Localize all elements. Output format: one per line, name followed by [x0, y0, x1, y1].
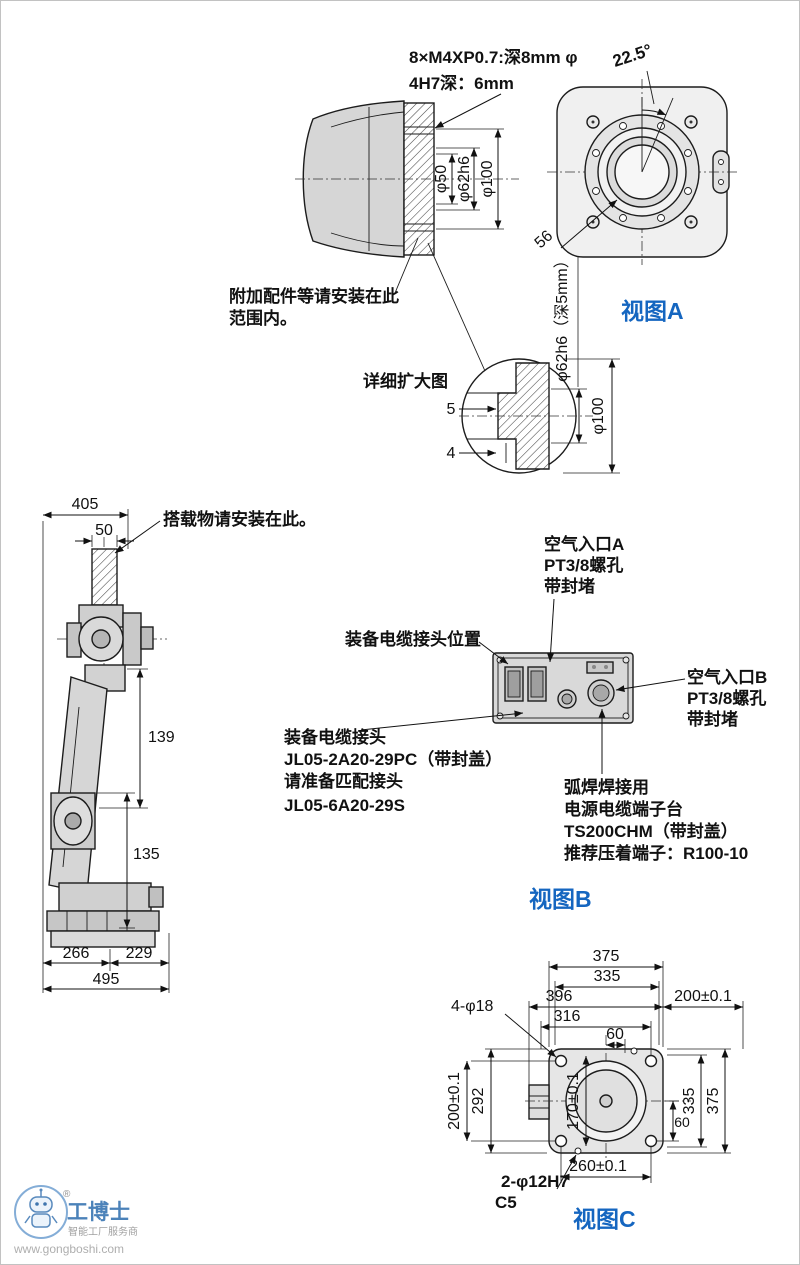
- dim-phi62h6: φ62h6: [456, 156, 473, 202]
- dim-396: 396: [546, 988, 573, 1005]
- dim-60-right: 60: [674, 1114, 690, 1130]
- weld-note-line1: 弧焊焊接用: [564, 777, 649, 797]
- dim-56: 56: [532, 227, 557, 252]
- view-a-drawing: [547, 70, 737, 387]
- mascot-body: [31, 1213, 51, 1228]
- detail-hatched-section: [497, 362, 550, 470]
- dim-200-top: 200±0.1: [674, 988, 732, 1005]
- corner-screws: [586, 115, 698, 229]
- attach-note-line1: 附加配件等请安装在此: [229, 286, 399, 306]
- dowel-note: 2-φ12H7: [501, 1172, 569, 1191]
- payload-note: 搭载物请安装在此。: [163, 509, 316, 529]
- cable-note-line3: 请准备匹配接头: [284, 771, 403, 791]
- cable-note-line4: JL05-6A20-29S: [284, 796, 405, 815]
- dim-60-top: 60: [606, 1026, 624, 1043]
- dim-335-top: 335: [594, 968, 621, 985]
- air-inlet-a-line3: 带封堵: [544, 576, 595, 596]
- weld-note-line4: 推荐压着端子：R100-10: [564, 843, 748, 863]
- air-inlet-b-line1: 空气入口B: [687, 667, 767, 687]
- dim-335-right: 335: [681, 1088, 698, 1115]
- cable-note-line2: JL05-2A20-29PC（带封盖）: [284, 749, 502, 769]
- view-b-drawing: [360, 598, 686, 774]
- payload-plate: [91, 548, 118, 606]
- dim-266: 266: [63, 945, 90, 962]
- dim-50: 50: [95, 522, 113, 539]
- detail-view-drawing: [459, 358, 620, 474]
- watermark: ® 工博士 智能工厂服务商 www.gongboshi.com: [13, 1185, 138, 1256]
- weld-note-line3: TS200CHM（带封盖）: [564, 821, 738, 841]
- cable-note-line1: 装备电缆接头: [283, 727, 386, 747]
- wrist-dimensions: φ50 φ62h6 φ100: [433, 93, 654, 230]
- detail-dim-phi100: φ100: [590, 397, 607, 434]
- view-b-label: 视图B: [529, 886, 592, 912]
- dim-phi50: φ50: [433, 165, 450, 193]
- thread-note-line2: 4H7深：6mm: [409, 73, 514, 93]
- watermark-url: www.gongboshi.com: [13, 1242, 124, 1256]
- robot-base: [58, 882, 152, 912]
- mascot-head: [29, 1196, 53, 1213]
- cable-position-note: 装备电缆接头位置: [344, 629, 481, 649]
- view-c-drawing: [525, 1035, 691, 1169]
- dim-229: 229: [126, 945, 153, 962]
- view-a-label: 视图A: [621, 298, 684, 324]
- dim-495: 495: [93, 971, 120, 988]
- dim-375-right: 375: [705, 1088, 722, 1115]
- dim-angle-22-5: 22.5°: [610, 40, 654, 70]
- weld-note-line2: 电源电缆端子台: [564, 799, 683, 819]
- air-inlet-b-line2: PT3/8螺孔: [687, 689, 766, 708]
- thread-note-line1: 8×M4XP0.7:深8mm φ: [409, 47, 578, 67]
- detail-title: 详细扩大图: [363, 371, 448, 391]
- watermark-brand: 工博士: [67, 1200, 130, 1224]
- detail-dim-4: 4: [447, 445, 456, 462]
- dim-260-bottom: 260±0.1: [569, 1158, 627, 1175]
- dim-135: 135: [133, 846, 160, 863]
- watermark-tagline: 智能工厂服务商: [68, 1225, 138, 1238]
- air-inlet-b-line3: 带封堵: [687, 709, 738, 729]
- registered-mark: ®: [63, 1189, 71, 1200]
- dim-375-top: 375: [593, 948, 620, 965]
- dim-4-phi18: 4-φ18: [451, 998, 494, 1015]
- robot-side-view: [46, 537, 167, 948]
- robot-arm: [48, 676, 108, 894]
- dim-139: 139: [148, 729, 175, 746]
- view-c-dimensions: [463, 961, 744, 1190]
- side-view-dimensions: [42, 509, 170, 993]
- dim-phi100: φ100: [479, 160, 496, 197]
- wrist-cross-section: [295, 100, 519, 372]
- chamfer-note: C5: [495, 1193, 517, 1212]
- dim-170: 170±0.1: [565, 1072, 582, 1130]
- attach-note-line2: 范围内。: [229, 308, 297, 328]
- detail-dim-phi62-depth: φ62h6（深5mm）: [553, 252, 571, 382]
- air-inlet-a-line2: PT3/8螺孔: [544, 556, 623, 575]
- air-inlet-a-line1: 空气入口A: [544, 534, 624, 554]
- detail-dim-5: 5: [447, 401, 456, 418]
- dim-405: 405: [72, 496, 99, 513]
- dim-292: 292: [470, 1088, 487, 1115]
- dim-316: 316: [554, 1008, 581, 1025]
- dim-200-left: 200±0.1: [446, 1072, 463, 1130]
- view-c-label: 视图C: [573, 1206, 636, 1232]
